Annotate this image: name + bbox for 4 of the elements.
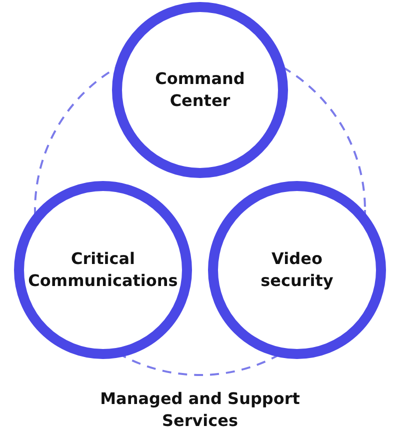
circle-label: Video security bbox=[260, 248, 334, 292]
circle-label: Command Center bbox=[154, 68, 246, 112]
circle-label: Critical Communications bbox=[27, 248, 179, 292]
circle-caption: Managed and Support Services bbox=[99, 388, 301, 432]
